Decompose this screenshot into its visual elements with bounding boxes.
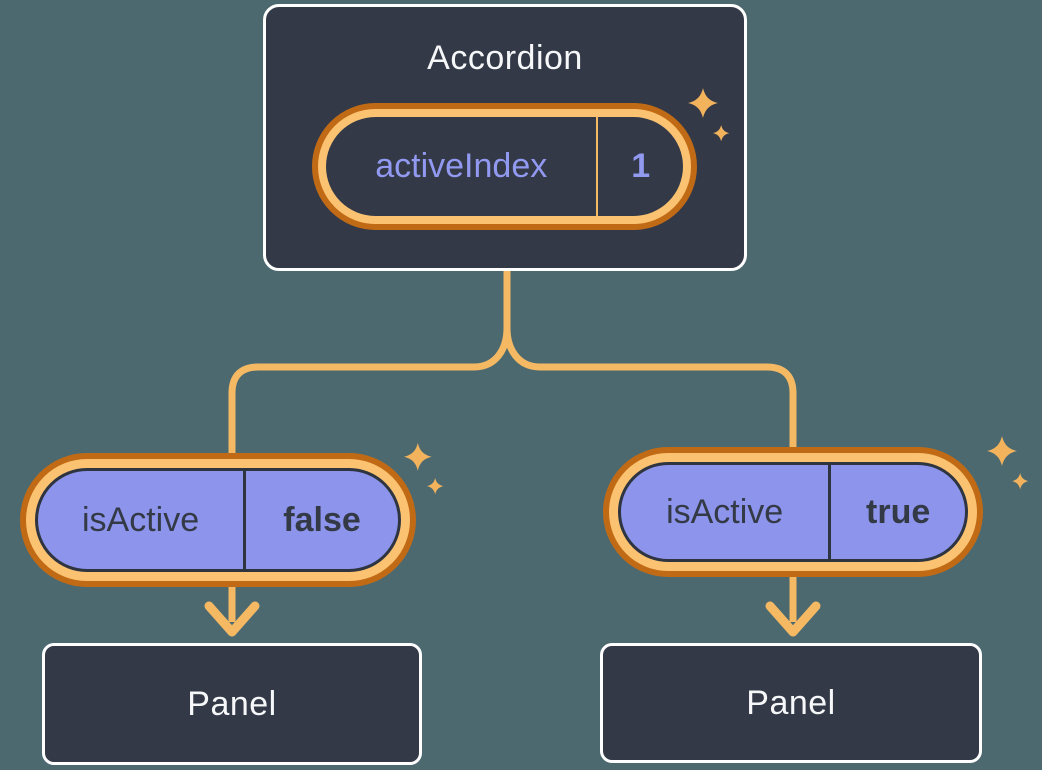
panel-box-left: Panel bbox=[42, 643, 422, 765]
panel-title: Panel bbox=[746, 683, 836, 722]
arrow-down-icon bbox=[204, 601, 260, 637]
state-pill-activeindex: activeIndex 1 bbox=[312, 103, 697, 230]
state-pill-body: activeIndex 1 bbox=[326, 117, 683, 216]
prop-pill-body: isActive true bbox=[618, 462, 968, 562]
sparkle-icon bbox=[987, 436, 1029, 490]
prop-label: isActive bbox=[81, 500, 200, 539]
prop-pill-isactive-true: isActive true bbox=[603, 447, 983, 577]
pill-divider bbox=[828, 465, 832, 559]
state-value: 1 bbox=[631, 147, 651, 185]
connector-branch-right bbox=[503, 271, 797, 622]
state-label: activeIndex bbox=[375, 147, 548, 185]
arrow-down-icon bbox=[765, 601, 821, 637]
pill-divider bbox=[596, 117, 599, 216]
pill-divider bbox=[243, 471, 247, 569]
panel-box-right: Panel bbox=[600, 643, 982, 763]
prop-value: true bbox=[866, 492, 931, 531]
sparkle-icon bbox=[404, 443, 444, 495]
panel-title: Panel bbox=[187, 684, 277, 723]
prop-label: isActive bbox=[666, 492, 784, 531]
accordion-title: Accordion bbox=[427, 39, 583, 77]
prop-pill-body: isActive false bbox=[35, 468, 401, 572]
prop-value: false bbox=[283, 500, 361, 539]
prop-pill-isactive-false: isActive false bbox=[20, 453, 416, 587]
sparkle-icon bbox=[688, 88, 730, 142]
